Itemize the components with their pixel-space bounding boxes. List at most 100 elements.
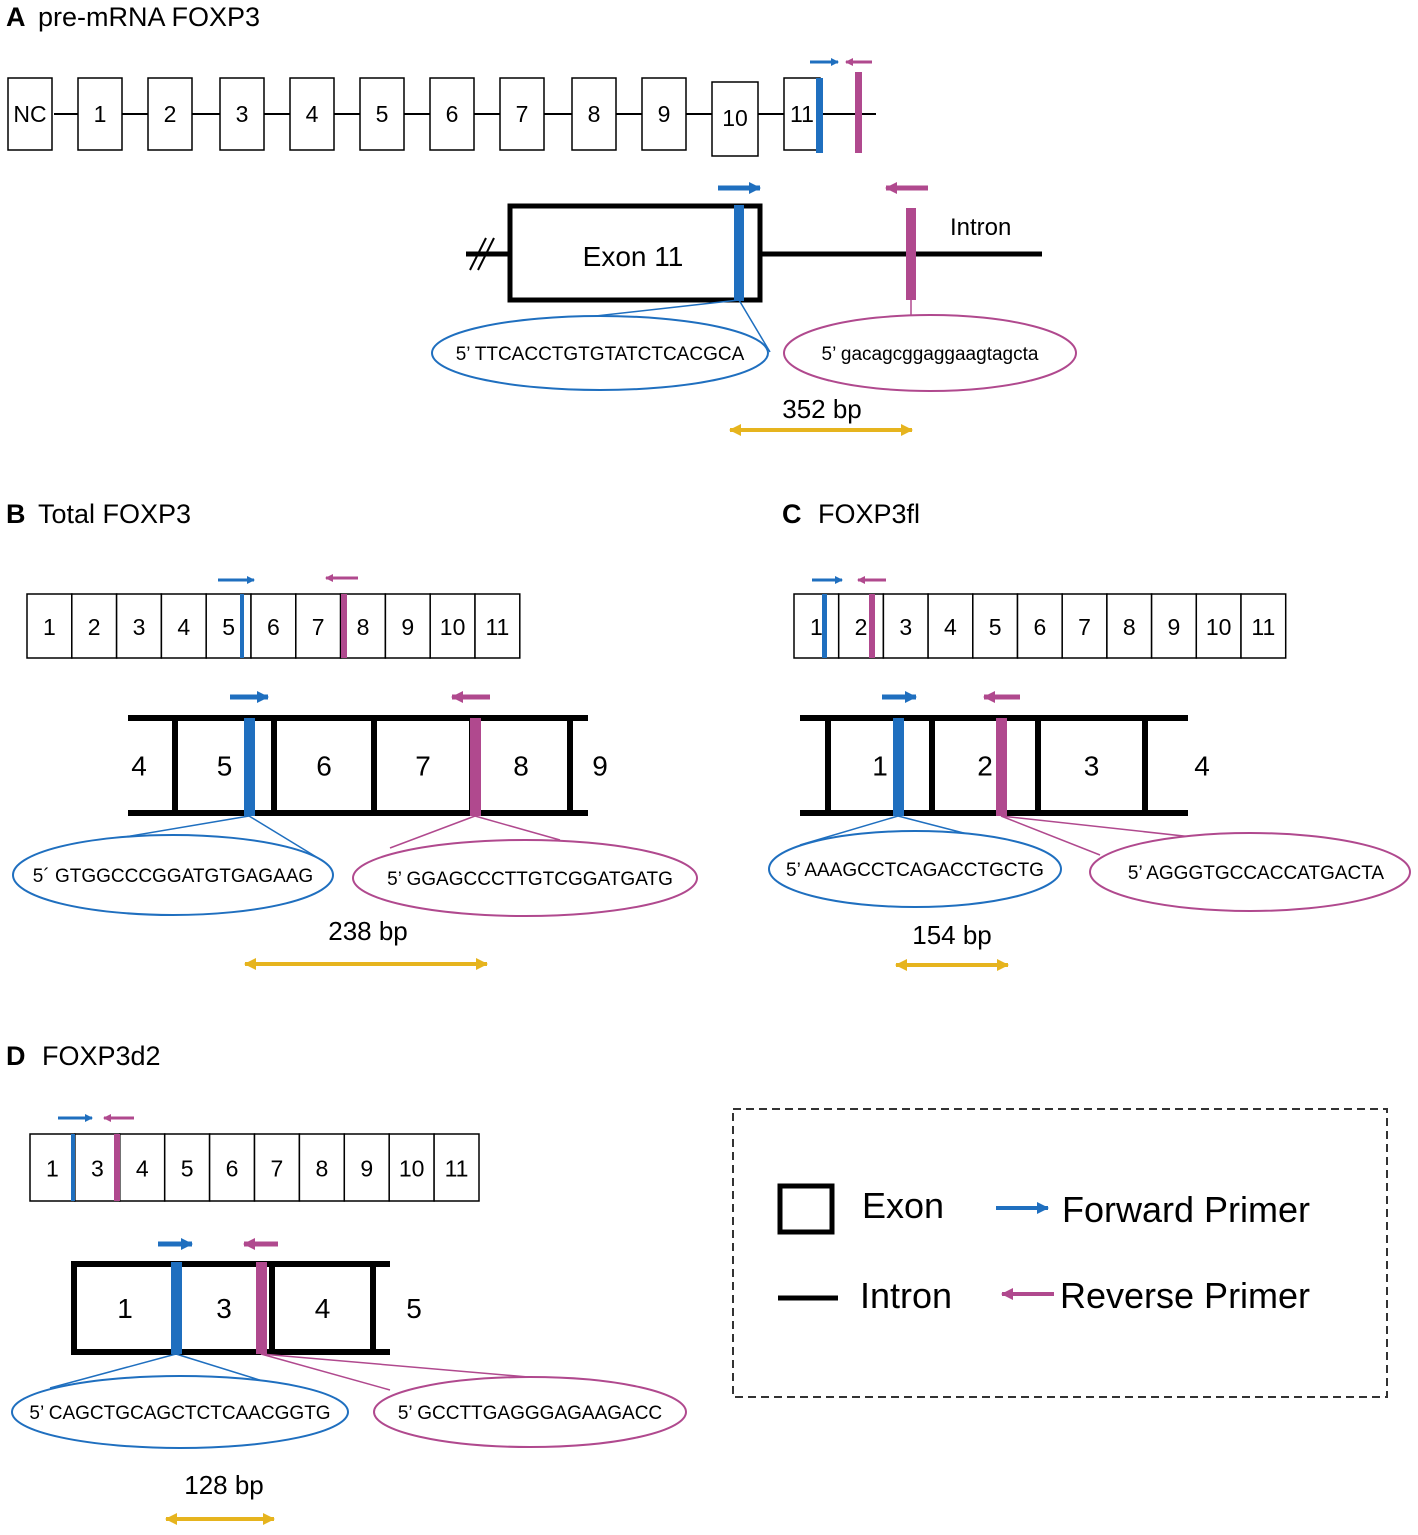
exon-box [474, 593, 521, 659]
reverse-primer-sequence: 5’ GGAGCCCTTGTCGGATGATG [387, 869, 673, 890]
exon-label: 4 [315, 1293, 331, 1324]
amplicon-size: 128 bp [184, 1470, 264, 1500]
exon-label: 5 [222, 614, 235, 640]
panel-a-title: pre-mRNA FOXP3 [38, 2, 260, 32]
exon-label: NC [13, 101, 46, 127]
reverse-primer-mark [470, 718, 481, 816]
exon-label: 10 [440, 614, 466, 640]
amplicon-size: 352 bp [782, 394, 862, 424]
exon-label: 2 [977, 751, 993, 782]
exon-label: 4 [177, 614, 190, 640]
exon-label: 6 [446, 101, 459, 127]
forward-primer-sequence: 5’ CAGCTGCAGCTCTCAACGGTG [29, 1403, 330, 1424]
reverse-primer-sequence-oval [783, 314, 1077, 392]
exon-box [429, 77, 475, 151]
break-mark [469, 237, 487, 271]
forward-primer-sequence-oval [768, 830, 1062, 908]
exon-box [429, 593, 476, 659]
exon-box [1061, 593, 1108, 659]
exon-label: 11 [485, 614, 509, 640]
callout-line [738, 299, 771, 353]
callout-line [474, 815, 561, 841]
exon-label: 7 [271, 1156, 284, 1182]
exon-box [289, 77, 335, 151]
callout-line [49, 1353, 177, 1389]
exon-label: 3 [133, 614, 146, 640]
reverse-primer-mark [869, 594, 875, 658]
exon-box [219, 77, 265, 151]
exon-box [837, 593, 885, 659]
forward-primer-sequence-oval [12, 834, 334, 916]
exon-label: 5 [217, 751, 233, 782]
exon-label: 6 [316, 751, 332, 782]
exon-box [1240, 593, 1287, 659]
reverse-primer-sequence-oval [352, 839, 698, 917]
forward-primer-sequence: 5’ AAAGCCTCAGACCTGCTG [786, 860, 1044, 881]
exon-box [499, 77, 545, 151]
exon-box [1195, 593, 1242, 659]
callout-line [260, 1353, 391, 1391]
panel-b-title: Total FOXP3 [38, 499, 191, 529]
exon-label: 8 [513, 751, 529, 782]
legend: Exon Intron Forward Primer Reverse Prime… [732, 1108, 1388, 1398]
exon-label: 1 [872, 751, 888, 782]
reverse-primer-sequence-oval [1089, 832, 1411, 912]
exon-label: 2 [88, 614, 101, 640]
exon-label: 11 [1251, 614, 1275, 640]
reverse-primer-mark [341, 594, 347, 658]
exon-label: 9 [360, 1156, 373, 1182]
reverse-primer-sequence: 5’ gacagcggaggaagtagcta [822, 344, 1039, 365]
callout-line [389, 815, 476, 849]
legend-box [732, 1108, 1388, 1398]
reverse-primer-mark [906, 208, 916, 300]
exon-label: 7 [1078, 614, 1091, 640]
exon-label: 9 [592, 751, 608, 782]
exon-box [1106, 593, 1153, 659]
exon-label: 5 [406, 1293, 422, 1324]
reverse-primer-mark [256, 1262, 267, 1354]
forward-primer-mark [822, 594, 827, 658]
exon-label: 5 [989, 614, 1002, 640]
legend-exon-symbol [777, 1183, 835, 1235]
exon-label: 3 [899, 614, 912, 640]
exon-label: 1 [94, 101, 107, 127]
reverse-primer-sequence-oval [373, 1376, 687, 1448]
forward-primer-mark [244, 718, 255, 816]
callout-line [260, 1353, 541, 1379]
exon-box [147, 77, 193, 151]
panel-d-letter: D [6, 1041, 26, 1071]
exon-label: 8 [315, 1156, 328, 1182]
exon-box [298, 1133, 346, 1202]
exon-box [507, 203, 763, 303]
exon-box [7, 77, 53, 151]
forward-primer-mark [71, 1134, 75, 1201]
exon-label: 1 [810, 614, 823, 640]
exon-label: 9 [401, 614, 414, 640]
exon-label: 5 [376, 101, 389, 127]
exon-box [343, 1133, 390, 1202]
callout-line [248, 815, 319, 859]
reverse-primer-mark [114, 1134, 120, 1201]
exon-label: 7 [516, 101, 529, 127]
exon-label: 3 [91, 1156, 104, 1182]
exon-label: 4 [944, 614, 957, 640]
intron-label: Intron [950, 214, 1011, 241]
exon-box [433, 1133, 480, 1202]
exon-label: 6 [267, 614, 280, 640]
exon-box [208, 1133, 256, 1202]
exon-label: 10 [1206, 614, 1232, 640]
exon-box [119, 1133, 166, 1202]
reverse-primer-mark [855, 72, 862, 153]
exon-label: 8 [588, 101, 601, 127]
exon-label: 3 [216, 1293, 232, 1324]
forward-primer-mark [734, 205, 744, 301]
exon-box [26, 593, 73, 659]
panel-b-letter: B [6, 499, 26, 529]
exon-box [163, 1133, 211, 1202]
exon-label: 6 [226, 1156, 239, 1182]
